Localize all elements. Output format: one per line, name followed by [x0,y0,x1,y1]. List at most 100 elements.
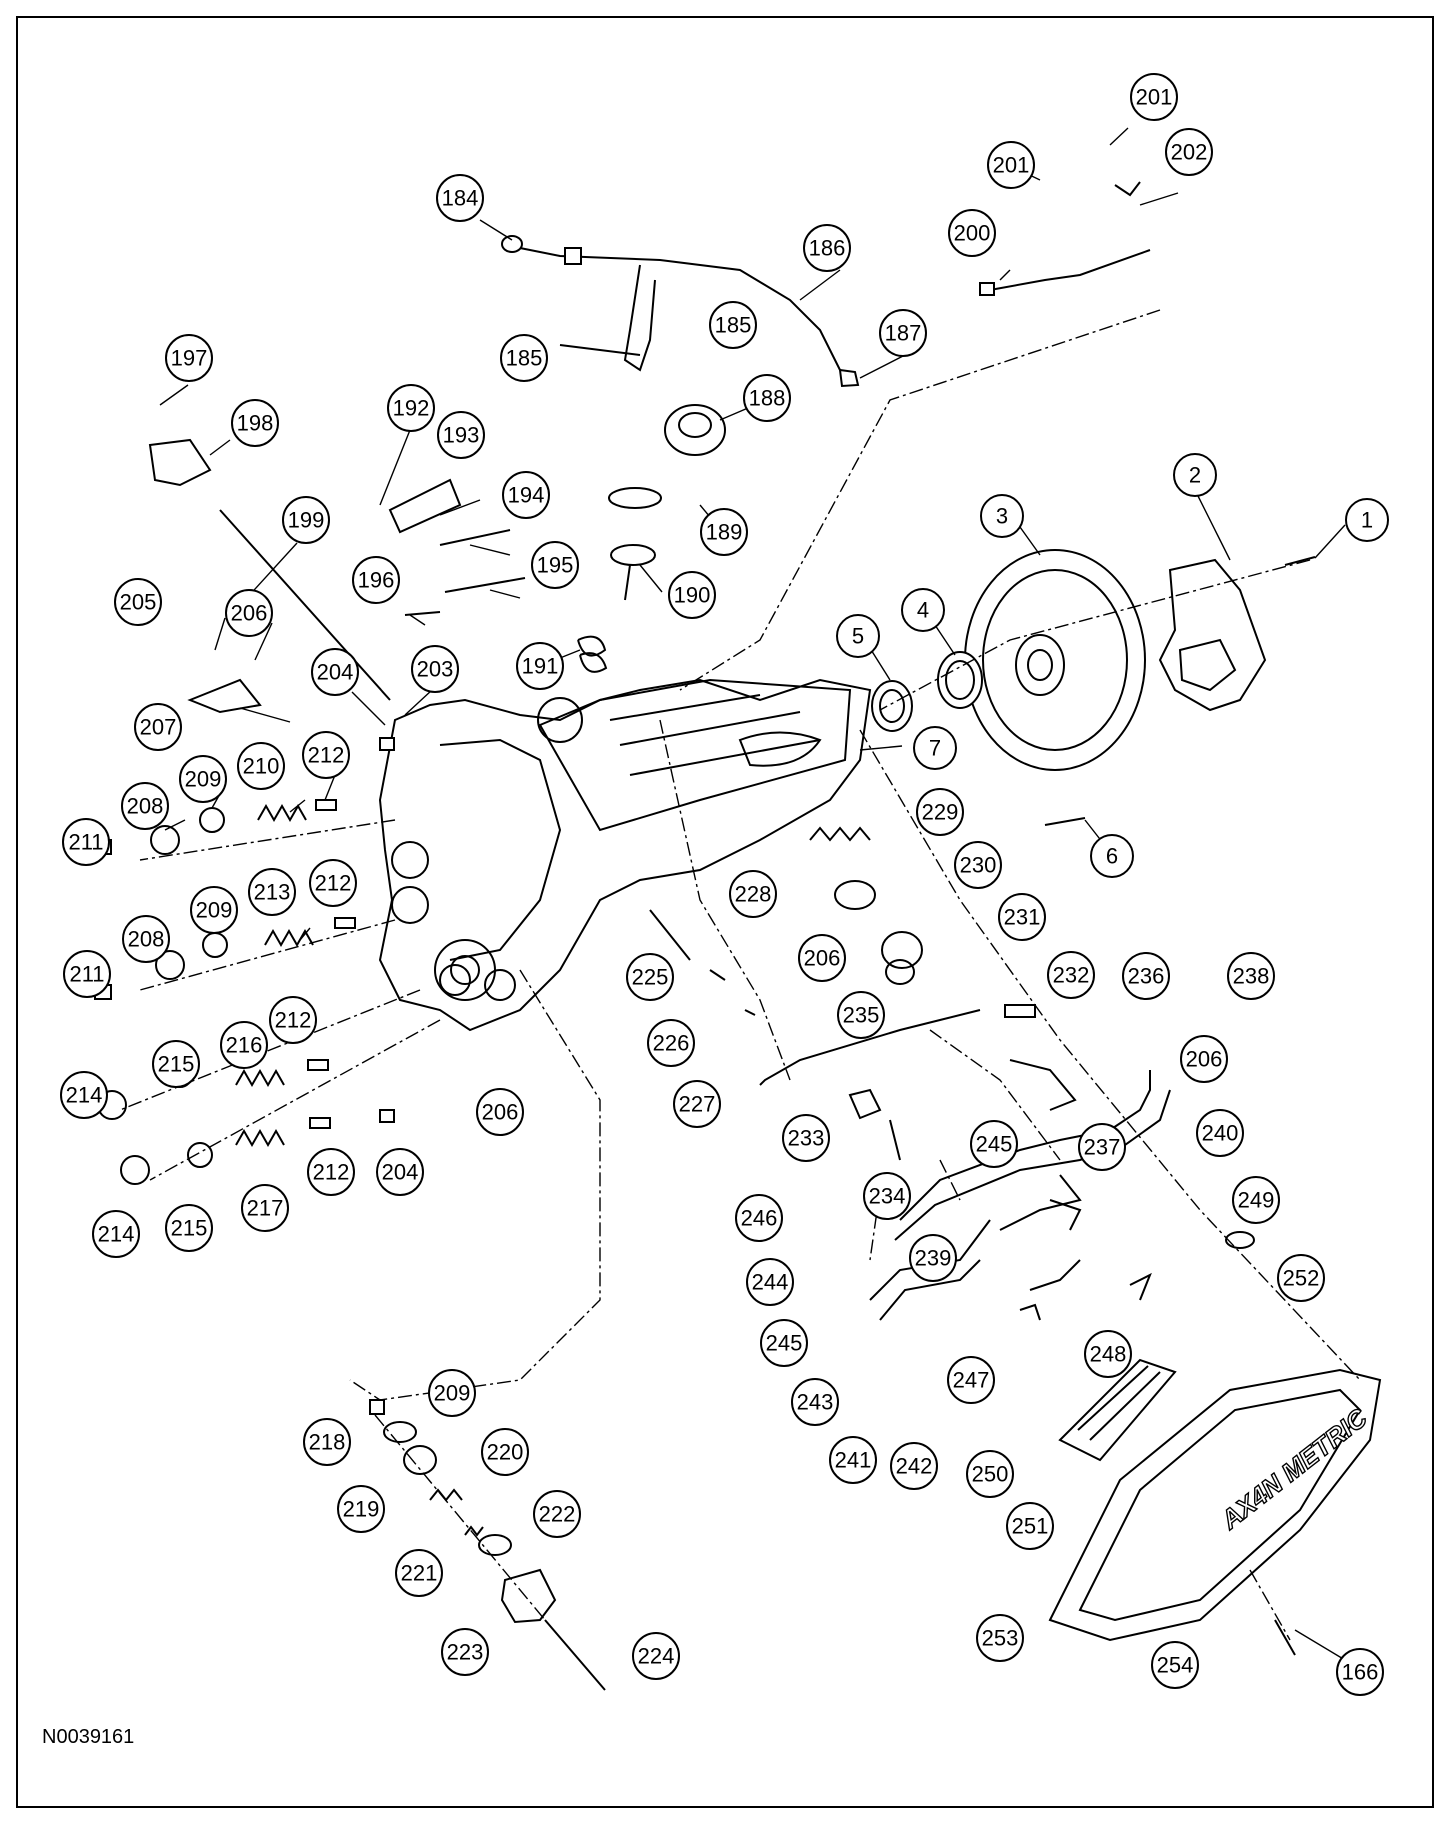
svg-text:3: 3 [996,504,1008,529]
callout-227: 227 [673,1080,721,1128]
callout-249: 249 [1232,1176,1280,1224]
callout-251: 251 [1006,1502,1054,1550]
callout-189: 189 [700,508,748,556]
callout-192: 192 [387,384,435,432]
svg-text:208: 208 [127,794,164,819]
svg-text:187: 187 [885,321,922,346]
svg-text:227: 227 [679,1092,716,1117]
svg-text:201: 201 [993,153,1030,178]
callout-245b: 245 [760,1319,808,1367]
callout-230: 230 [954,841,1002,889]
callout-196: 196 [352,556,400,604]
callout-185a: 185 [500,334,548,382]
svg-text:189: 189 [706,520,743,545]
callout-190: 190 [668,571,716,619]
svg-text:212: 212 [315,871,352,896]
transmission-case [378,678,872,1032]
callout-194: 194 [502,471,550,519]
svg-text:233: 233 [788,1126,825,1151]
svg-text:211: 211 [68,830,103,855]
callout-188: 188 [743,374,791,422]
callout-209a: 209 [179,755,227,803]
callout-187: 187 [879,309,927,357]
callout-239: 239 [909,1234,957,1282]
callout-203: 203 [411,645,459,693]
svg-text:243: 243 [797,1390,834,1415]
callout-236: 236 [1122,952,1170,1000]
svg-text:218: 218 [309,1430,346,1455]
svg-text:209: 209 [185,767,222,792]
callout-206c: 206 [798,934,846,982]
callout-201b: 201 [1130,73,1178,121]
callout-197: 197 [165,334,213,382]
callout-215a: 215 [152,1040,200,1088]
svg-text:205: 205 [120,590,157,615]
svg-text:217: 217 [247,1196,284,1221]
svg-text:216: 216 [226,1033,263,1058]
svg-text:238: 238 [1233,964,1270,989]
svg-text:215: 215 [171,1216,208,1241]
callout-209c: 209 [428,1369,476,1417]
svg-text:207: 207 [140,715,177,740]
svg-text:200: 200 [954,221,991,246]
callout-254: 254 [1151,1641,1199,1689]
callout-184: 184 [436,174,484,222]
callout-215b: 215 [165,1204,213,1252]
svg-text:246: 246 [741,1206,778,1231]
callout-211b: 211 [63,950,111,998]
callout-248: 248 [1084,1330,1132,1378]
svg-text:208: 208 [128,927,165,952]
callout-204a: 204 [311,648,359,696]
callout-208b: 208 [122,915,170,963]
svg-text:234: 234 [869,1184,906,1209]
svg-text:166: 166 [1342,1660,1379,1685]
svg-text:6: 6 [1106,844,1118,869]
svg-text:215: 215 [158,1052,195,1077]
callout-208a: 208 [121,782,169,830]
callout-241: 241 [829,1436,877,1484]
diagram-frame [16,16,1434,1808]
callout-214b: 214 [92,1210,140,1258]
callout-193: 193 [437,411,485,459]
svg-text:236: 236 [1128,964,1165,989]
callout-220: 220 [481,1428,529,1476]
svg-text:222: 222 [539,1502,576,1527]
callout-224: 224 [632,1632,680,1680]
callout-246: 246 [735,1194,783,1242]
svg-text:251: 251 [1012,1514,1049,1539]
svg-text:203: 203 [417,657,454,682]
callout-214a: 214 [60,1071,108,1119]
svg-text:188: 188 [749,386,786,411]
svg-text:223: 223 [447,1640,484,1665]
callout-210: 210 [237,742,285,790]
svg-text:206: 206 [482,1100,519,1125]
callout-206b: 206 [476,1088,524,1136]
callout-217: 217 [241,1184,289,1232]
svg-text:1: 1 [1361,508,1373,533]
callouts: 1 2 3 4 5 6 7 166 184 185 185 186 187 18… [60,73,1389,1696]
callout-229: 229 [916,788,964,836]
svg-text:252: 252 [1283,1266,1320,1291]
svg-text:254: 254 [1157,1653,1194,1678]
svg-text:226: 226 [653,1031,690,1056]
svg-text:221: 221 [401,1561,438,1586]
svg-text:209: 209 [434,1381,471,1406]
svg-text:247: 247 [953,1368,990,1393]
callout-5: 5 [836,614,880,658]
svg-text:228: 228 [735,882,772,907]
callout-223: 223 [441,1628,489,1676]
callout-238: 238 [1227,952,1275,1000]
callout-7: 7 [913,726,957,770]
svg-text:225: 225 [632,965,669,990]
svg-text:196: 196 [358,568,395,593]
callout-206a: 206 [225,589,273,637]
svg-text:230: 230 [960,853,997,878]
svg-text:209: 209 [196,898,233,923]
callout-252: 252 [1277,1254,1325,1302]
callout-2: 2 [1173,453,1217,497]
svg-text:195: 195 [537,553,574,578]
svg-text:206: 206 [804,946,841,971]
callout-218: 218 [303,1418,351,1466]
callout-235: 235 [837,991,885,1039]
